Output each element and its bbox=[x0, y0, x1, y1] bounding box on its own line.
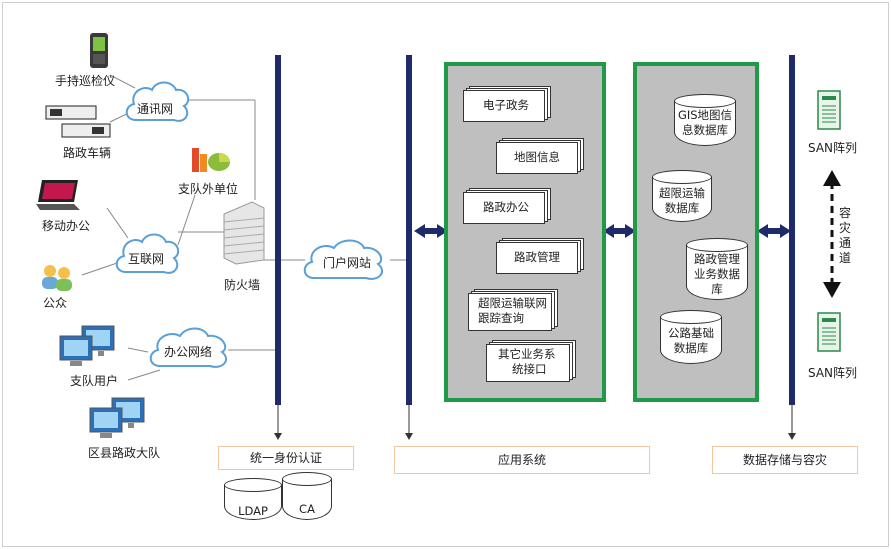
portal-cloud bbox=[303, 239, 384, 280]
app-road-management: 路政管理 bbox=[496, 238, 584, 282]
comm-network-label: 通讯网 bbox=[137, 102, 174, 116]
san-array-top-icon bbox=[817, 90, 841, 130]
county-team-label: 区县路政大队 bbox=[88, 446, 161, 460]
app-road-office: 路政办公 bbox=[463, 188, 551, 232]
office-network-label: 办公网络 bbox=[164, 345, 213, 359]
ca-database: CA bbox=[282, 472, 332, 520]
handheld-device-icon bbox=[90, 33, 108, 68]
app-road-management-label: 路政管理 bbox=[514, 250, 560, 264]
portal-label: 门户网站 bbox=[323, 256, 372, 270]
internet-label: 互联网 bbox=[128, 252, 165, 266]
internet-cloud bbox=[115, 233, 180, 274]
app-other-interfaces-line1: 其它业务系 bbox=[498, 347, 556, 361]
san-array-bottom-icon bbox=[817, 312, 841, 352]
ldap-database: LDAP bbox=[224, 478, 282, 520]
db-highway-line2: 数据库 bbox=[673, 341, 709, 355]
db-road-line3: 库 bbox=[711, 282, 723, 296]
app-overload-tracking-line1: 超限运输联网 bbox=[478, 296, 547, 310]
external-unit-label: 支队外单位 bbox=[178, 182, 239, 196]
san-top-label: SAN阵列 bbox=[808, 141, 858, 155]
detachment-pc-icon bbox=[59, 325, 115, 366]
db-road-line2: 业务数据 bbox=[694, 267, 740, 281]
ldap-label: LDAP bbox=[238, 504, 268, 518]
office-network-cloud bbox=[149, 327, 228, 368]
app-e-government: 电子政务 bbox=[463, 86, 551, 130]
db-gis-map: GIS地图信 息数据库 bbox=[674, 94, 736, 146]
auth-label-box: 统一身份认证 bbox=[218, 446, 354, 470]
db-overload-line2: 数据库 bbox=[664, 201, 700, 215]
channel-char-1: 容 bbox=[839, 206, 852, 220]
laptop-icon bbox=[36, 180, 80, 210]
app-map-info: 地图信息 bbox=[496, 138, 584, 182]
app-other-interfaces: 其它业务系 统接口 bbox=[486, 340, 576, 388]
db-gis-line1: GIS地图信 bbox=[677, 108, 733, 122]
app-bus-bar bbox=[406, 55, 412, 405]
public-users-icon bbox=[42, 265, 72, 291]
db-overload: 超限运输 数据库 bbox=[652, 170, 712, 222]
mobile-office-label: 移动办公 bbox=[42, 219, 91, 233]
app-other-interfaces-line2: 统接口 bbox=[512, 362, 547, 376]
app-overload-tracking-line2: 跟踪查询 bbox=[478, 311, 524, 325]
db-highway-base: 公路基础 数据库 bbox=[660, 310, 722, 364]
db-road-management: 路政管理 业务数据 库 bbox=[686, 238, 748, 300]
channel-char-4: 道 bbox=[839, 251, 852, 265]
handheld-label: 手持巡检仪 bbox=[55, 74, 116, 88]
detachment-users-label: 支队用户 bbox=[70, 374, 119, 388]
app-e-government-label: 电子政务 bbox=[483, 98, 529, 112]
auth-bus-bar bbox=[275, 55, 281, 405]
firewall-label: 防火墙 bbox=[224, 278, 261, 292]
app-system-label-box: 应用系统 bbox=[394, 446, 650, 474]
vehicle-label: 路政车辆 bbox=[63, 146, 112, 160]
county-team-pc-icon bbox=[89, 397, 145, 438]
firewall-icon bbox=[223, 201, 265, 265]
external-unit-chart-icon bbox=[192, 148, 230, 172]
channel-char-3: 通 bbox=[839, 236, 852, 250]
db-gis-line2: 息数据库 bbox=[682, 123, 728, 137]
comm-network-cloud bbox=[125, 81, 190, 122]
storage-bus-bar bbox=[789, 55, 795, 405]
app-overload-tracking: 超限运输联网 跟踪查询 bbox=[468, 289, 558, 337]
san-bottom-label: SAN阵列 bbox=[808, 366, 858, 380]
db-overload-line1: 超限运输 bbox=[659, 186, 705, 200]
channel-char-2: 灾 bbox=[839, 221, 852, 235]
db-road-line1: 路政管理 bbox=[694, 252, 740, 266]
storage-label-box: 数据存储与容灾 bbox=[712, 446, 858, 474]
public-label: 公众 bbox=[43, 296, 68, 310]
vehicle-icon bbox=[45, 105, 111, 138]
ca-label: CA bbox=[299, 502, 315, 516]
app-road-office-label: 路政办公 bbox=[483, 200, 529, 214]
app-map-info-label: 地图信息 bbox=[514, 150, 560, 164]
db-highway-line1: 公路基础 bbox=[668, 326, 714, 340]
